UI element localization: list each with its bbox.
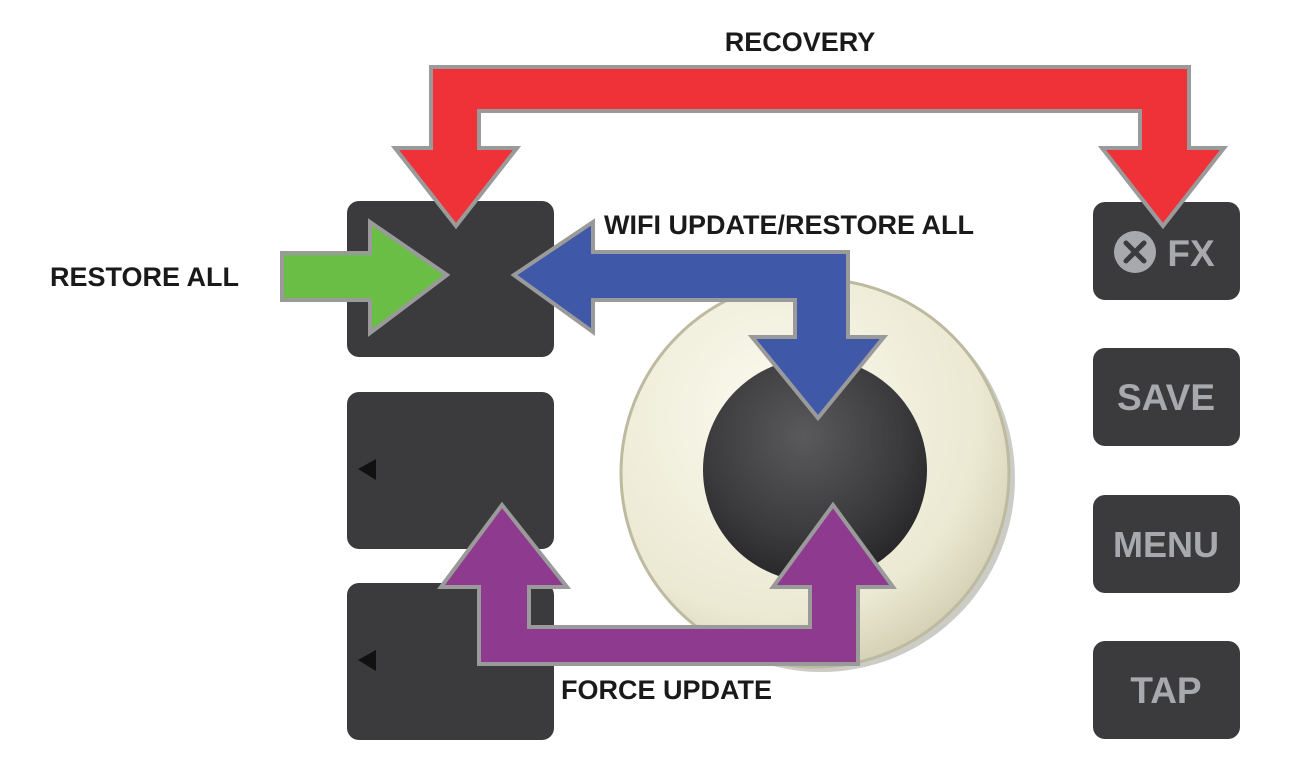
menu-button[interactable]: MENU bbox=[1093, 495, 1240, 593]
force-update-label: FORCE UPDATE bbox=[561, 675, 772, 705]
save-button-label: SAVE bbox=[1117, 377, 1215, 418]
x-circle-icon bbox=[1114, 231, 1156, 273]
fx-button-label: FX bbox=[1167, 233, 1215, 274]
save-button[interactable]: SAVE bbox=[1093, 348, 1240, 446]
menu-button-label: MENU bbox=[1113, 524, 1219, 565]
fx-button[interactable]: FX bbox=[1093, 202, 1240, 300]
tap-button-label: TAP bbox=[1130, 670, 1201, 711]
jog-wheel-knob[interactable] bbox=[619, 277, 1015, 672]
left-button-middle[interactable] bbox=[347, 392, 554, 549]
wifi-update-restore-all-label: WIFI UPDATE/RESTORE ALL bbox=[604, 210, 974, 240]
recovery-label: RECOVERY bbox=[725, 27, 876, 57]
restore-all-label: RESTORE ALL bbox=[50, 262, 239, 292]
triangle-left-icon bbox=[358, 650, 376, 671]
recovery-arrow bbox=[390, 65, 1229, 230]
wifi-update-restore-all-arrow bbox=[510, 218, 889, 422]
restore-all-arrow bbox=[280, 218, 451, 338]
triangle-left-icon bbox=[358, 459, 376, 480]
force-update-arrow bbox=[437, 501, 897, 666]
knob-center bbox=[703, 358, 927, 582]
tap-button[interactable]: TAP bbox=[1093, 641, 1240, 739]
